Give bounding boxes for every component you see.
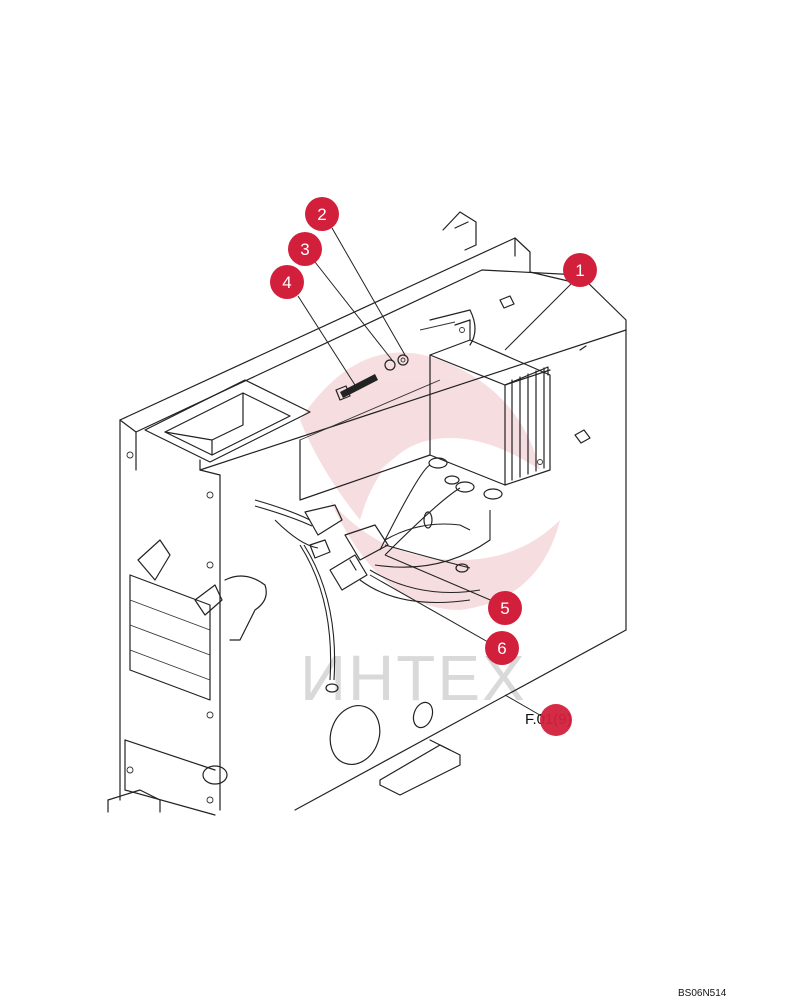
callout-badge — [563, 253, 597, 287]
callout-label: 6 — [497, 639, 506, 658]
regulator-module — [429, 319, 551, 486]
watermark-logo-icon — [300, 352, 560, 610]
callout-badge — [485, 631, 519, 665]
drawing-code: BS06N514 — [678, 988, 727, 999]
leader-lines — [297, 227, 574, 719]
callout-badge — [488, 591, 522, 625]
callout-1: 1 — [563, 253, 597, 287]
callout-label: 1 — [575, 261, 584, 280]
callout-3: 3 — [288, 232, 322, 266]
callout-label: 3 — [300, 240, 309, 259]
callout-badge — [270, 265, 304, 299]
callout-6: 6 — [485, 631, 519, 665]
callout-5: 5 — [488, 591, 522, 625]
callout-label: 4 — [282, 273, 291, 292]
callout-badge — [288, 232, 322, 266]
side-vent-panel — [124, 539, 267, 816]
callout-badge — [305, 197, 339, 231]
bolt-assembly — [335, 354, 409, 401]
wiring-harness — [254, 457, 503, 693]
callout-4: 4 — [270, 265, 304, 299]
reference-badge — [540, 704, 572, 736]
callout-label: 2 — [317, 205, 326, 224]
callout-group: 1 234 5 6 — [270, 197, 597, 736]
callout-2: 2 — [305, 197, 339, 231]
callout-label: 5 — [500, 599, 509, 618]
